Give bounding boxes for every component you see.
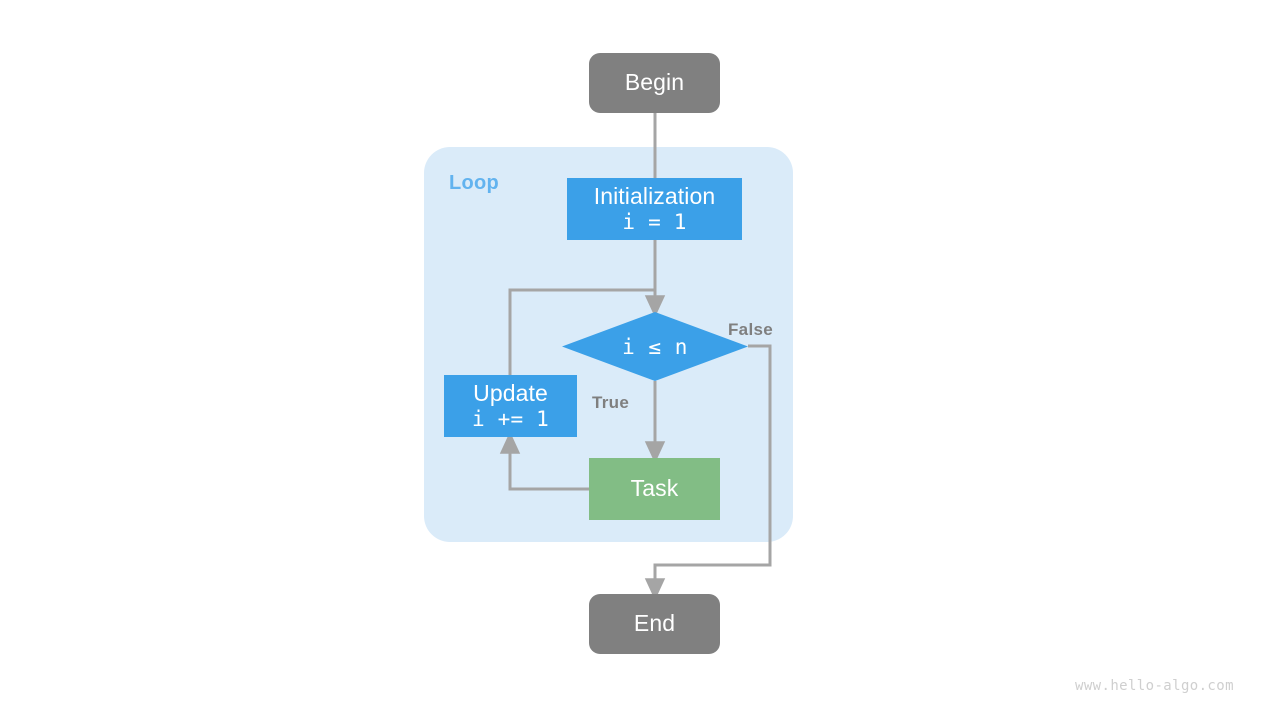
edge-label-true: True [592, 393, 630, 412]
node-update[interactable]: Update i += 1 [444, 375, 577, 437]
node-end[interactable]: End [589, 594, 720, 654]
node-condition[interactable]: i ≤ n [562, 312, 748, 381]
node-initialization-code: i = 1 [622, 210, 687, 235]
loop-group-label: Loop [449, 172, 500, 194]
node-condition-code: i ≤ n [622, 334, 688, 359]
edge-label-false: False [728, 320, 773, 339]
node-initialization[interactable]: Initialization i = 1 [567, 178, 742, 240]
node-end-label: End [633, 610, 676, 637]
node-update-title: Update [473, 380, 548, 407]
node-task-label: Task [630, 475, 679, 502]
watermark: www.hello-algo.com [1075, 678, 1234, 694]
node-begin[interactable]: Begin [589, 53, 720, 113]
node-update-code: i += 1 [471, 407, 550, 432]
node-initialization-title: Initialization [593, 183, 716, 210]
node-task[interactable]: Task [589, 458, 720, 520]
diamond-shape [562, 312, 748, 381]
node-begin-label: Begin [624, 69, 685, 96]
